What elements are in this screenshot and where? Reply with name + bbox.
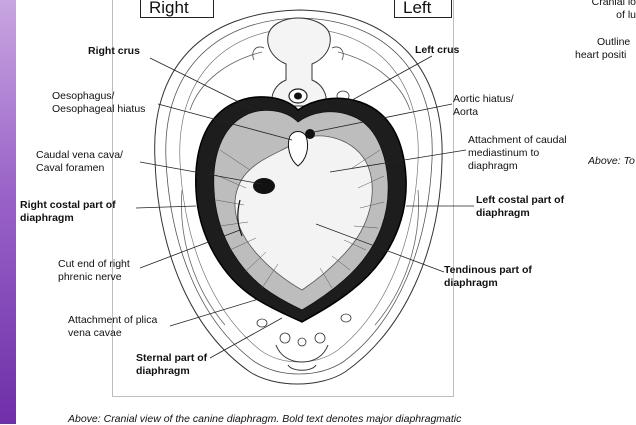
label-left-costal: Left costal part of diaphragm	[476, 194, 565, 219]
oesophageal-hiatus-shape	[287, 131, 309, 167]
label-right-costal: Right costal part of diaphragm	[20, 199, 116, 224]
label-plica: Attachment of plica vena cavae	[68, 314, 158, 339]
side-note-cranial-lobe: Cranial lo of lu	[591, 0, 636, 21]
muscle-fibres	[215, 149, 385, 289]
label-tendinous: Tendinous part of diaphragm	[444, 264, 532, 289]
side-note-heart-outline: Outline heart positi	[575, 36, 631, 61]
label-right-crus: Right crus	[88, 45, 140, 57]
rib-right-1	[189, 51, 263, 111]
label-caudal-mediastinum: Attachment of caudal mediastinum to diap…	[468, 134, 567, 172]
orientation-left-tag: Left	[394, 0, 452, 18]
orientation-right-tag: Right	[140, 0, 214, 18]
label-sternal: Sternal part of diaphragm	[136, 352, 208, 377]
figure-frame	[112, 0, 454, 397]
vertebra	[252, 17, 344, 107]
rib-left-1	[337, 51, 411, 111]
phrenic-nerve	[237, 199, 243, 237]
label-caudal-vena-cava: Caudal vena cava/ Caval foramen	[36, 149, 123, 174]
side-note-above: Above: To	[588, 155, 635, 167]
figure-caption: Above: Cranial view of the canine diaphr…	[68, 413, 462, 425]
sternum	[275, 344, 329, 363]
slide-accent-bar	[0, 0, 16, 424]
label-phrenic-nerve: Cut end of right phrenic nerve	[58, 258, 130, 283]
body-wall-outer	[154, 9, 443, 385]
body-wall-mid	[165, 17, 433, 375]
label-left-crus: Left crus	[415, 44, 460, 56]
label-oesophagus: Oesophagus/ Oesophageal hiatus	[52, 90, 146, 115]
label-aortic-hiatus: Aortic hiatus/ Aorta	[453, 93, 514, 118]
caval-foramen-shape	[253, 178, 275, 194]
aorta-shape	[305, 129, 315, 139]
rib-left-2	[374, 189, 419, 326]
